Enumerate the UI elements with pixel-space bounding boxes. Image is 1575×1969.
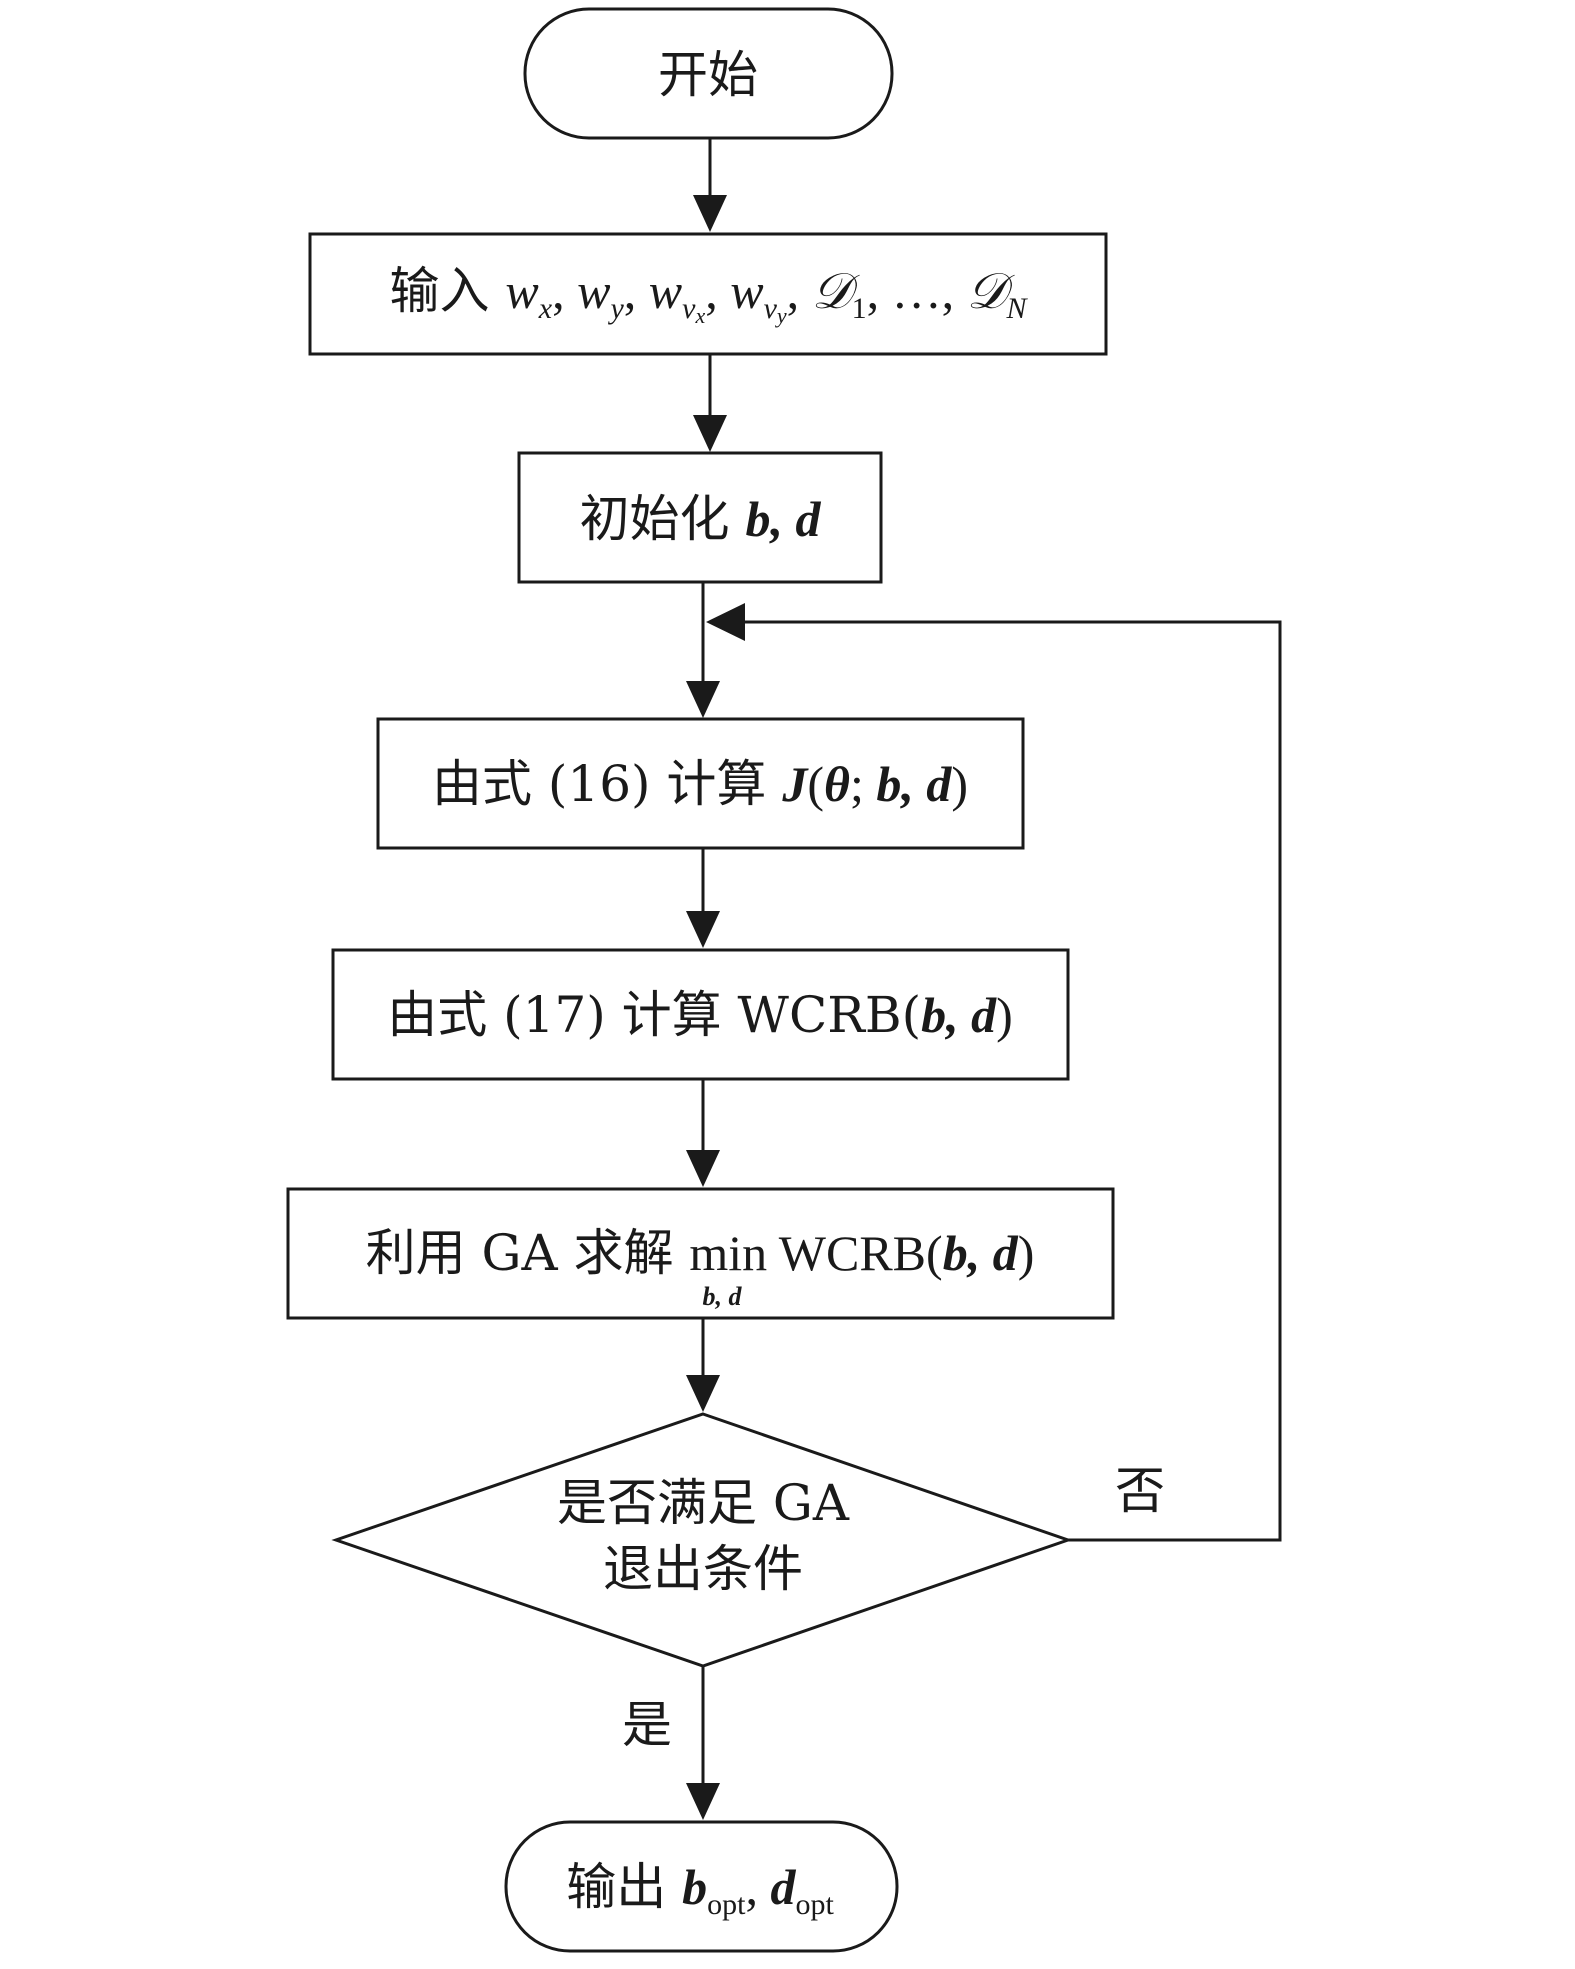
calc-wcrb-prefix: 由式 (17) 计算 WCRB( (387, 986, 921, 1044)
solve-label: 利用 GA 求解 min WCRB(b, d) (366, 1224, 1035, 1282)
input-wvx-subsub: x (694, 303, 705, 328)
output-prefix: 输出 (566, 1858, 682, 1916)
init-node: 初始化 b, d (517, 451, 883, 584)
solve-min-subscript: b, d (703, 1282, 743, 1311)
edge-calc-j-to-calc-wcrb (686, 848, 720, 948)
solve-node: 利用 GA 求解 min WCRB(b, d) b, d (286, 1187, 1115, 1320)
output-d: d (770, 1859, 796, 1915)
calc-wcrb-node: 由式 (17) 计算 WCRB(b, d) (331, 948, 1070, 1081)
input-wvx-sub: v (682, 292, 696, 325)
input-wvx: w (649, 263, 682, 319)
output-sep: , (745, 1859, 770, 1915)
calc-j-close: ) (951, 756, 968, 812)
calc-j-prefix: 由式 (16) 计算 (432, 755, 782, 813)
calc-wcrb-label: 由式 (17) 计算 WCRB(b, d) (387, 986, 1013, 1044)
decision-line-2: 退出条件 (603, 1540, 803, 1598)
input-wy-sub: y (607, 292, 624, 325)
input-ellipsis: … (892, 263, 942, 319)
calc-wcrb-close: ) (996, 987, 1013, 1043)
calc-j-func: J (781, 756, 809, 812)
input-wvy-sub: v (764, 292, 778, 325)
input-sep-3: , (705, 263, 730, 319)
decision-node: 是否满足 GA 退出条件 (331, 1412, 1073, 1668)
input-wx: w (505, 263, 538, 319)
init-label: 初始化 b, d (580, 490, 822, 548)
solve-mid: WCRB( (767, 1225, 943, 1281)
calc-j-vars: b, d (876, 756, 952, 812)
input-d1-sub: 1 (852, 292, 867, 325)
input-wx-sub: x (538, 292, 553, 325)
input-wy: w (577, 263, 610, 319)
calc-j-theta: θ (824, 756, 850, 812)
decision-line-1: 是否满足 GA (557, 1474, 850, 1532)
input-sep-6: , (942, 263, 967, 319)
edge-input-to-init (693, 354, 727, 452)
edge-decision-no-loop (706, 603, 1282, 1542)
solve-close: ) (1018, 1225, 1035, 1281)
calc-wcrb-vars: b, d (921, 987, 997, 1043)
output-b: b (682, 1859, 707, 1915)
input-label: 输入 wx, wy, wvx, wvy, 𝒟1, …, 𝒟N (389, 262, 1028, 328)
solve-min: min (689, 1225, 767, 1281)
input-dn-sub: N (1005, 292, 1028, 325)
output-d-sub: opt (795, 1888, 834, 1921)
calc-j-label: 由式 (16) 计算 J(θ; b, d) (432, 755, 968, 813)
calc-j-semi: ; (850, 756, 876, 812)
input-sep-2: , (624, 263, 649, 319)
yes-label: 是 (622, 1696, 672, 1754)
init-prefix: 初始化 (580, 490, 746, 548)
edge-solve-to-decision (686, 1318, 720, 1412)
solve-vars: b, d (943, 1225, 1019, 1281)
input-sep-4: , (787, 263, 812, 319)
edge-init-to-calc-j (686, 582, 720, 718)
start-label: 开始 (658, 46, 758, 104)
no-label: 否 (1115, 1462, 1165, 1520)
output-b-sub: opt (707, 1888, 746, 1921)
init-vars: b, d (745, 491, 821, 547)
calc-j-open: ( (807, 756, 824, 812)
calc-j-node: 由式 (16) 计算 J(θ; b, d) (376, 717, 1025, 850)
solve-prefix: 利用 GA 求解 (366, 1224, 690, 1282)
output-label: 输出 bopt, dopt (566, 1858, 834, 1921)
output-node: 输出 bopt, dopt (504, 1820, 899, 1953)
start-node: 开始 (523, 7, 894, 140)
input-prefix: 输入 (389, 262, 505, 320)
edge-start-to-input (693, 138, 727, 232)
edge-calc-wcrb-to-solve (686, 1079, 720, 1187)
input-node: 输入 wx, wy, wvx, wvy, 𝒟1, …, 𝒟N (308, 232, 1108, 356)
edge-decision-yes (686, 1666, 720, 1820)
input-wvy-subsub: y (775, 303, 787, 328)
input-wvy: w (730, 263, 763, 319)
input-sep-1: , (552, 263, 577, 319)
input-sep-5: , (867, 263, 892, 319)
